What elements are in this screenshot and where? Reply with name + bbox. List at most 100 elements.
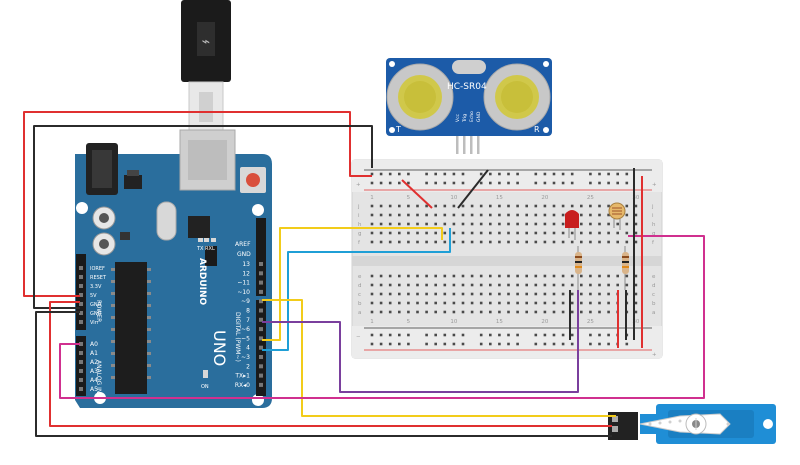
rail-hole[interactable] <box>498 333 501 337</box>
digital-pin-13[interactable] <box>259 262 263 266</box>
breadboard-hole[interactable] <box>498 240 501 244</box>
rail-hole[interactable] <box>379 333 383 337</box>
breadboard-hole[interactable] <box>498 231 501 235</box>
breadboard-hole[interactable] <box>561 310 565 314</box>
breadboard-hole[interactable] <box>370 292 374 296</box>
breadboard-hole[interactable] <box>607 292 610 296</box>
digital-pin-RX◂0[interactable] <box>259 382 263 387</box>
breadboard-hole[interactable] <box>561 231 565 235</box>
breadboard-hole[interactable] <box>425 310 428 314</box>
rail-hole[interactable] <box>379 342 383 346</box>
rail-hole[interactable] <box>388 342 392 346</box>
rail-hole[interactable] <box>552 181 556 185</box>
breadboard-hole[interactable] <box>434 240 437 244</box>
breadboard-hole[interactable] <box>416 310 419 314</box>
breadboard-hole[interactable] <box>434 222 437 226</box>
breadboard-hole[interactable] <box>379 301 383 305</box>
breadboard-hole[interactable] <box>470 213 474 217</box>
rail-hole[interactable] <box>516 172 519 176</box>
wires[interactable] <box>23 111 705 437</box>
breadboard-hole[interactable] <box>516 292 519 296</box>
digital-pin-~10[interactable] <box>259 289 263 294</box>
breadboard-hole[interactable] <box>589 301 592 305</box>
breadboard-hole[interactable] <box>498 301 501 305</box>
rail-hole[interactable] <box>425 342 428 346</box>
breadboard-hole[interactable] <box>370 204 374 208</box>
rail-hole[interactable] <box>388 172 392 176</box>
rail-hole[interactable] <box>452 342 456 346</box>
rail-hole[interactable] <box>489 342 492 346</box>
rail-hole[interactable] <box>607 172 610 176</box>
breadboard-hole[interactable] <box>388 301 392 305</box>
digital-pin-~11[interactable] <box>259 280 263 285</box>
rail-hole[interactable] <box>461 181 465 185</box>
breadboard-hole[interactable] <box>379 283 383 287</box>
breadboard-hole[interactable] <box>398 292 401 296</box>
digital-pin-12[interactable] <box>259 271 263 276</box>
breadboard-hole[interactable] <box>525 222 528 226</box>
breadboard-hole[interactable] <box>479 222 483 226</box>
rail-hole[interactable] <box>370 181 374 185</box>
breadboard-hole[interactable] <box>443 204 447 208</box>
breadboard-hole[interactable] <box>625 231 629 235</box>
breadboard-hole[interactable] <box>370 240 374 244</box>
breadboard-hole[interactable] <box>416 283 419 287</box>
breadboard-hole[interactable] <box>370 274 374 278</box>
breadboard-hole[interactable] <box>434 310 437 314</box>
breadboard-hole[interactable] <box>379 222 383 226</box>
rail-hole[interactable] <box>589 342 592 346</box>
breadboard-hole[interactable] <box>534 274 538 278</box>
breadboard-hole[interactable] <box>525 310 528 314</box>
digital-pin-7[interactable] <box>259 317 263 322</box>
breadboard-hole[interactable] <box>516 283 519 287</box>
breadboard-hole[interactable] <box>452 292 456 296</box>
servo-motor[interactable] <box>639 404 776 444</box>
breadboard-hole[interactable] <box>407 274 410 278</box>
breadboard-hole[interactable] <box>598 213 601 217</box>
breadboard-hole[interactable] <box>398 231 401 235</box>
breadboard-hole[interactable] <box>616 222 619 226</box>
breadboard-hole[interactable] <box>452 274 456 278</box>
breadboard-hole[interactable] <box>507 274 510 278</box>
rail-hole[interactable] <box>379 181 383 185</box>
breadboard-hole[interactable] <box>461 240 465 244</box>
breadboard-hole[interactable] <box>461 204 465 208</box>
breadboard-hole[interactable] <box>434 283 437 287</box>
breadboard-hole[interactable] <box>416 204 419 208</box>
breadboard-hole[interactable] <box>570 292 574 296</box>
breadboard-hole[interactable] <box>388 204 392 208</box>
breadboard-hole[interactable] <box>479 283 483 287</box>
breadboard-hole[interactable] <box>589 274 592 278</box>
breadboard-hole[interactable] <box>580 222 583 226</box>
analog-pin-A5[interactable] <box>79 387 83 391</box>
breadboard-hole[interactable] <box>589 213 592 217</box>
rail-hole[interactable] <box>407 342 410 346</box>
breadboard-hole[interactable] <box>543 231 547 235</box>
breadboard-hole[interactable] <box>543 213 547 217</box>
breadboard-hole[interactable] <box>489 274 492 278</box>
digital-pin-TX▸1[interactable] <box>259 373 263 378</box>
breadboard-hole[interactable] <box>589 222 592 226</box>
breadboard-hole[interactable] <box>452 222 456 226</box>
breadboard-hole[interactable] <box>589 292 592 296</box>
digital-pin-~3[interactable] <box>259 355 263 359</box>
rail-hole[interactable] <box>461 342 465 346</box>
rail-hole[interactable] <box>516 333 519 337</box>
breadboard-hole[interactable] <box>507 301 510 305</box>
breadboard-hole[interactable] <box>470 204 474 208</box>
breadboard-hole[interactable] <box>580 301 583 305</box>
rail-hole[interactable] <box>425 172 428 176</box>
breadboard-hole[interactable] <box>598 222 601 226</box>
breadboard-hole[interactable] <box>534 292 538 296</box>
breadboard-hole[interactable] <box>434 301 437 305</box>
breadboard-hole[interactable] <box>461 222 465 226</box>
breadboard-hole[interactable] <box>370 301 374 305</box>
arduino-board[interactable]: ARDUINO UNO DIGITAL (PWM~) POWER ANALOG … <box>75 129 272 408</box>
breadboard-hole[interactable] <box>570 231 574 235</box>
breadboard-hole[interactable] <box>534 204 538 208</box>
breadboard-hole[interactable] <box>607 240 610 244</box>
rail-hole[interactable] <box>388 333 392 337</box>
breadboard-hole[interactable] <box>443 283 447 287</box>
breadboard-hole[interactable] <box>407 240 410 244</box>
